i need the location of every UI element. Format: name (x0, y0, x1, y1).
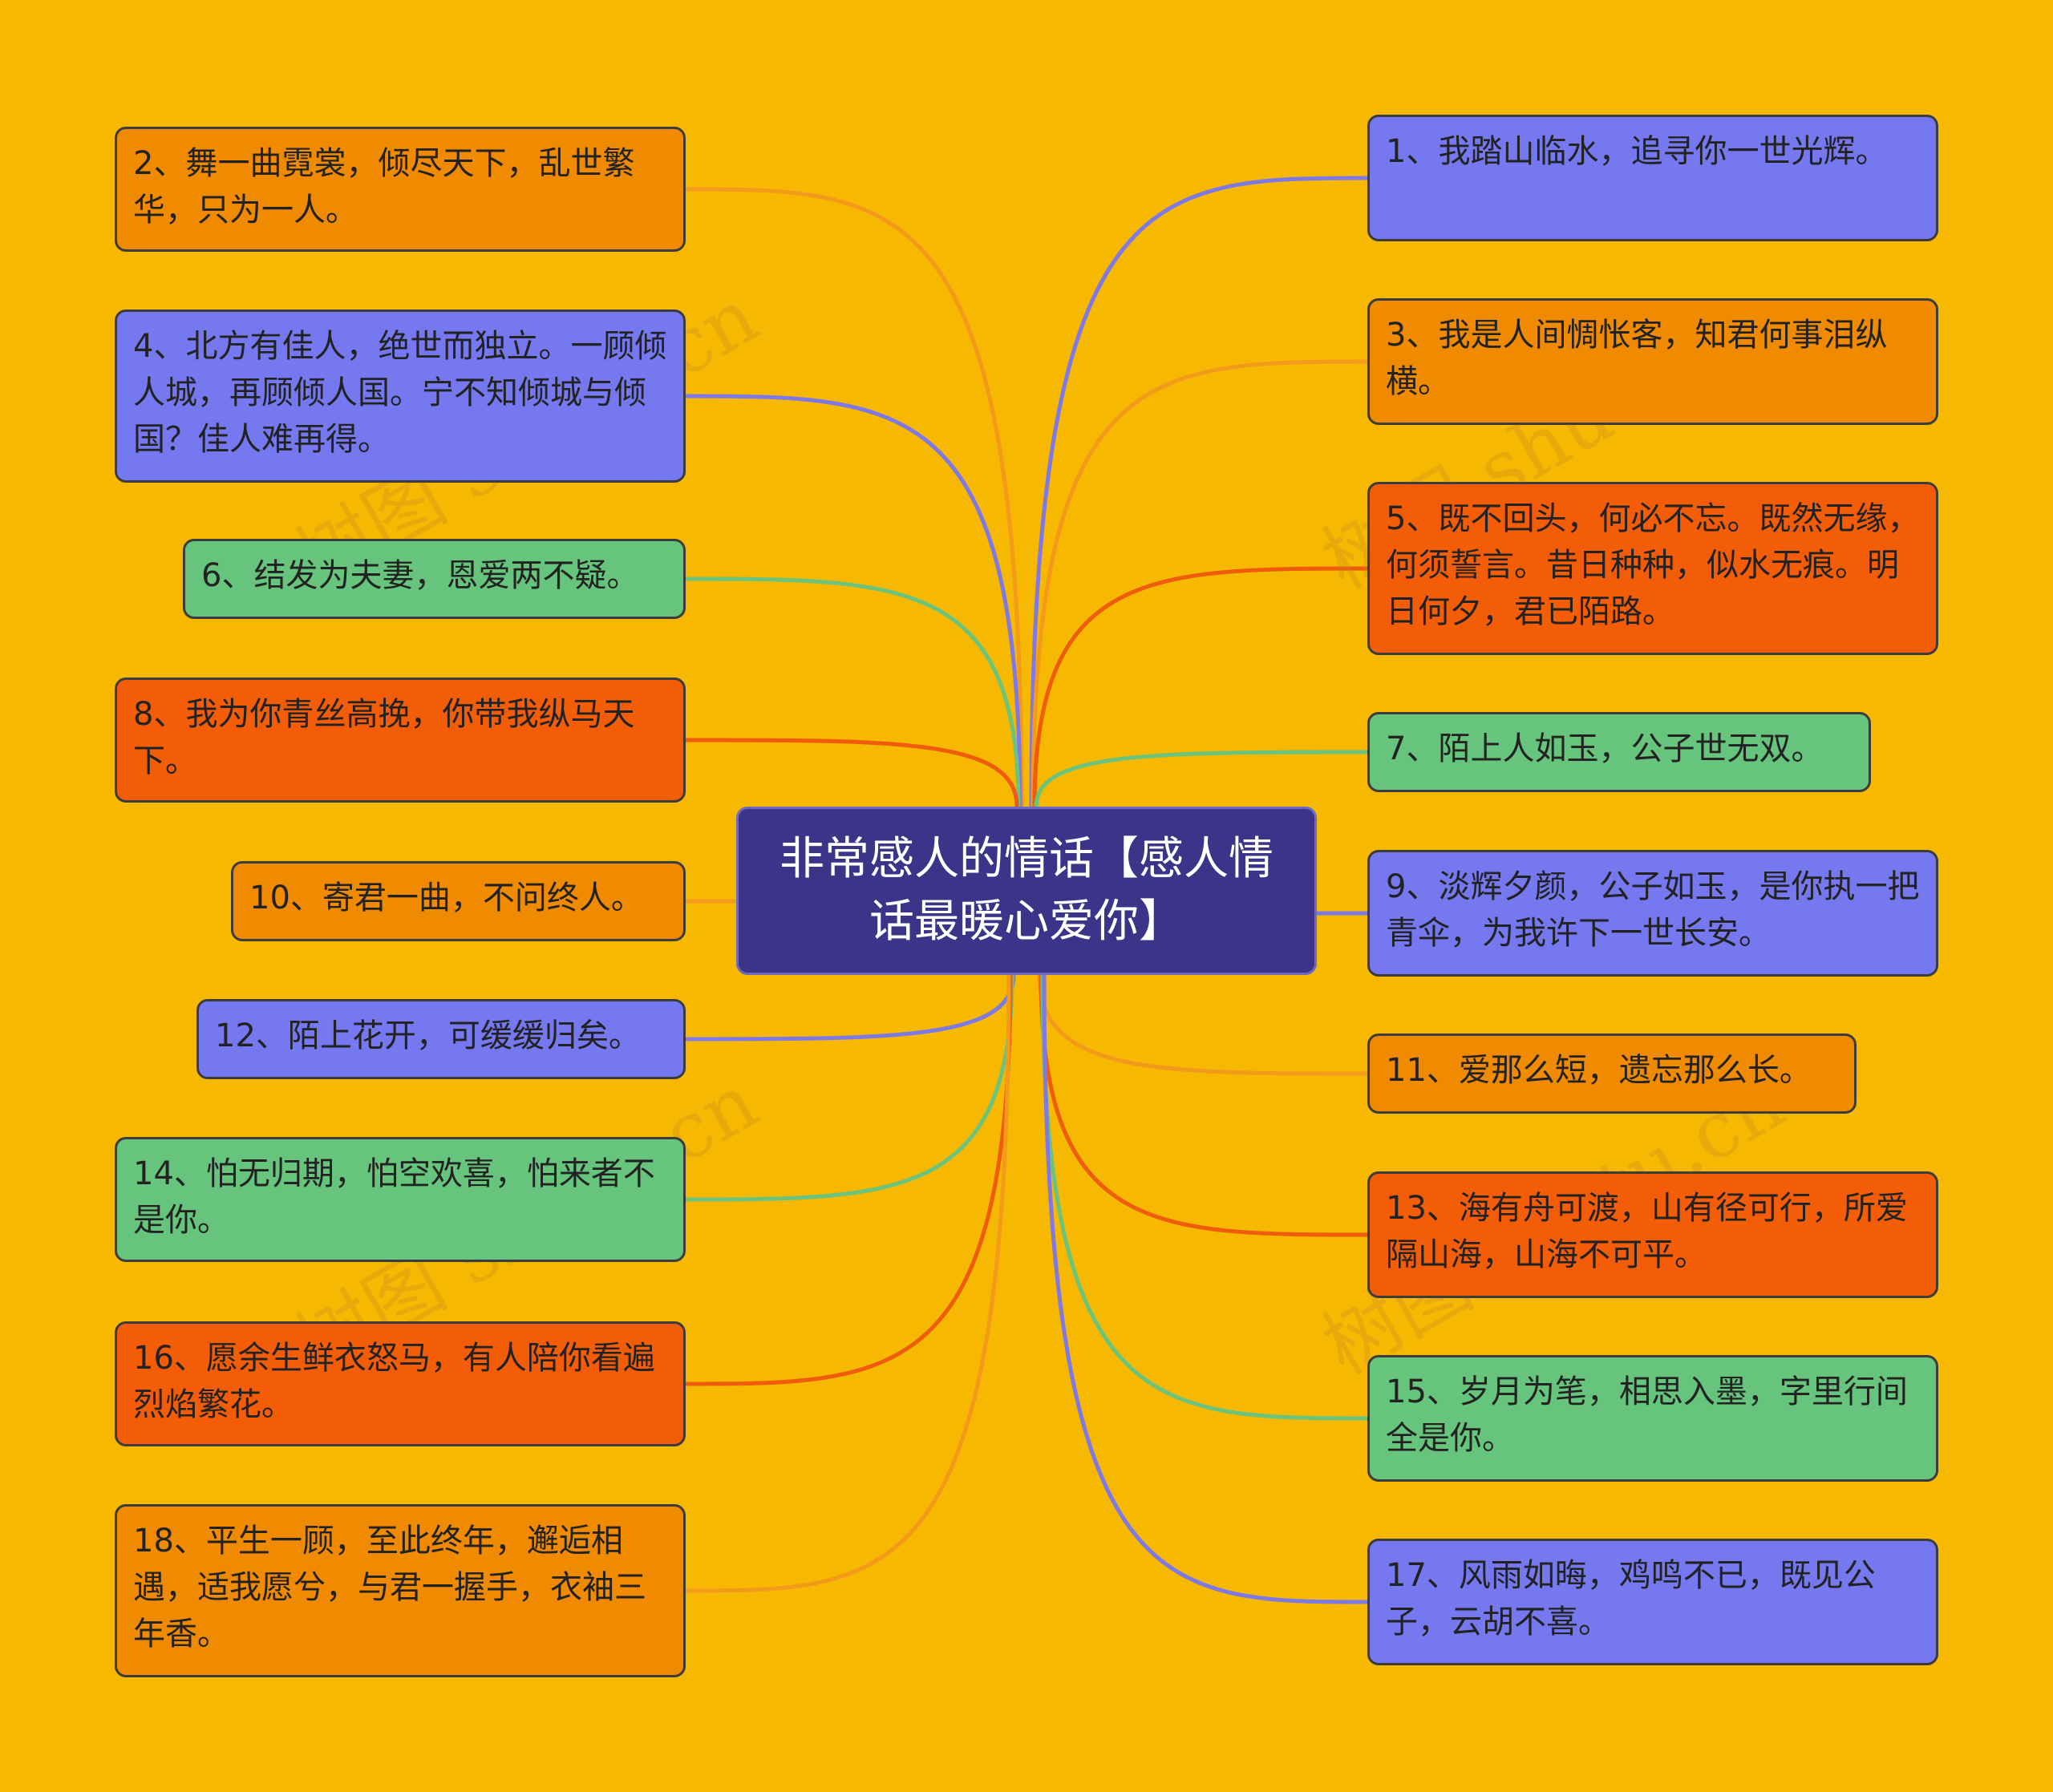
node-text: 17、风雨如晦，鸡鸣不已，既见公子，云胡不喜。 (1386, 1557, 1876, 1640)
node-text: 12、陌上花开，可缓缓归矣。 (215, 1017, 641, 1054)
connector-line (683, 738, 1019, 809)
connector-line (1031, 359, 1370, 809)
topic-node-1[interactable]: 1、我踏山临水，追寻你一世光辉。 (1367, 115, 1938, 241)
node-text: 4、北方有佳人，绝世而独立。一顾倾人城，再顾倾人国。宁不知倾城与倾国？佳人难再得… (133, 328, 667, 458)
connector-line (1032, 566, 1370, 809)
connector-line (683, 973, 1011, 1593)
connector-line (1040, 973, 1370, 1421)
node-text: 10、寄君一曲，不问终人。 (249, 880, 643, 916)
topic-node-13[interactable]: 13、海有舟可渡，山有径可行，所爱隔山海，山海不可平。 (1367, 1171, 1938, 1298)
central-topic-text: 非常感人的情话【感人情话最暖心爱你】 (779, 833, 1274, 948)
connector-line (683, 187, 1024, 809)
topic-node-12[interactable]: 12、陌上花开，可缓缓归矣。 (196, 999, 686, 1079)
node-text: 11、爱那么短，遗忘那么长。 (1386, 1052, 1812, 1089)
topic-node-8[interactable]: 8、我为你青丝高挽，你带我纵马天下。 (115, 678, 686, 803)
topic-node-17[interactable]: 17、风雨如晦，鸡鸣不已，既见公子，云胡不喜。 (1367, 1539, 1938, 1665)
topic-node-3[interactable]: 3、我是人间惆怅客，知君何事泪纵横。 (1367, 298, 1938, 425)
topic-node-14[interactable]: 14、怕无归期，怕空欢喜，怕来者不是你。 (115, 1137, 686, 1262)
node-text: 15、岁月为笔，相思入墨，字里行间全是你。 (1386, 1373, 1908, 1457)
connector-line (1042, 973, 1370, 1604)
topic-node-4[interactable]: 4、北方有佳人，绝世而独立。一顾倾人城，再顾倾人国。宁不知倾城与倾国？佳人难再得… (115, 309, 686, 483)
connector-line (1029, 176, 1370, 809)
topic-node-15[interactable]: 15、岁月为笔，相思入墨，字里行间全是你。 (1367, 1355, 1938, 1482)
node-text: 14、怕无归期，怕空欢喜，怕来者不是你。 (133, 1155, 655, 1239)
topic-node-16[interactable]: 16、愿余生鲜衣怒马，有人陪你看遍烈焰繁花。 (115, 1321, 686, 1446)
connector-line (1039, 973, 1370, 1237)
topic-node-18[interactable]: 18、平生一顾，至此终年，邂逅相遇，适我愿兮，与君一握手，衣袖三年香。 (115, 1504, 686, 1677)
connector-line (683, 576, 1021, 809)
topic-node-10[interactable]: 10、寄君一曲，不问终人。 (231, 861, 686, 941)
node-text: 6、结发为夫妻，恩爱两不疑。 (201, 557, 639, 594)
connector-line (683, 973, 1016, 1042)
connector-line (683, 973, 1014, 1202)
node-text: 18、平生一顾，至此终年，邂逅相遇，适我愿兮，与君一握手，衣袖三年香。 (133, 1523, 646, 1652)
connector-line (683, 973, 1013, 1386)
node-text: 5、既不回头，何必不忘。既然无缘，何须誓言。昔日种种，似水无痕。明日何夕，君已陌… (1386, 500, 1920, 630)
topic-node-5[interactable]: 5、既不回头，何必不忘。既然无缘，何须誓言。昔日种种，似水无痕。明日何夕，君已陌… (1367, 482, 1938, 655)
topic-node-11[interactable]: 11、爱那么短，遗忘那么长。 (1367, 1034, 1857, 1114)
node-text: 1、我踏山临水，追寻你一世光辉。 (1386, 133, 1888, 170)
topic-node-7[interactable]: 7、陌上人如玉，公子世无双。 (1367, 712, 1871, 792)
node-text: 16、愿余生鲜衣怒马，有人陪你看遍烈焰繁花。 (133, 1340, 655, 1423)
node-text: 2、舞一曲霓裳，倾尽天下，乱世繁华，只为一人。 (133, 145, 635, 229)
connector-line (683, 394, 1022, 809)
topic-node-2[interactable]: 2、舞一曲霓裳，倾尽天下，乱世繁华，只为一人。 (115, 127, 686, 252)
node-text: 9、淡辉夕颜，公子如玉，是你执一把青伞，为我许下一世长安。 (1386, 868, 1920, 952)
topic-node-9[interactable]: 9、淡辉夕颜，公子如玉，是你执一把青伞，为我许下一世长安。 (1367, 850, 1938, 977)
node-text: 3、我是人间惆怅客，知君何事泪纵横。 (1386, 317, 1888, 400)
central-topic[interactable]: 非常感人的情话【感人情话最暖心爱你】 (736, 807, 1317, 975)
connector-line (1034, 750, 1370, 809)
node-text: 7、陌上人如玉，公子世无双。 (1386, 730, 1824, 767)
node-text: 13、海有舟可渡，山有径可行，所爱隔山海，山海不可平。 (1386, 1190, 1908, 1273)
connector-line (1037, 973, 1370, 1076)
topic-node-6[interactable]: 6、结发为夫妻，恩爱两不疑。 (183, 539, 686, 619)
node-text: 8、我为你青丝高挽，你带我纵马天下。 (133, 696, 635, 779)
